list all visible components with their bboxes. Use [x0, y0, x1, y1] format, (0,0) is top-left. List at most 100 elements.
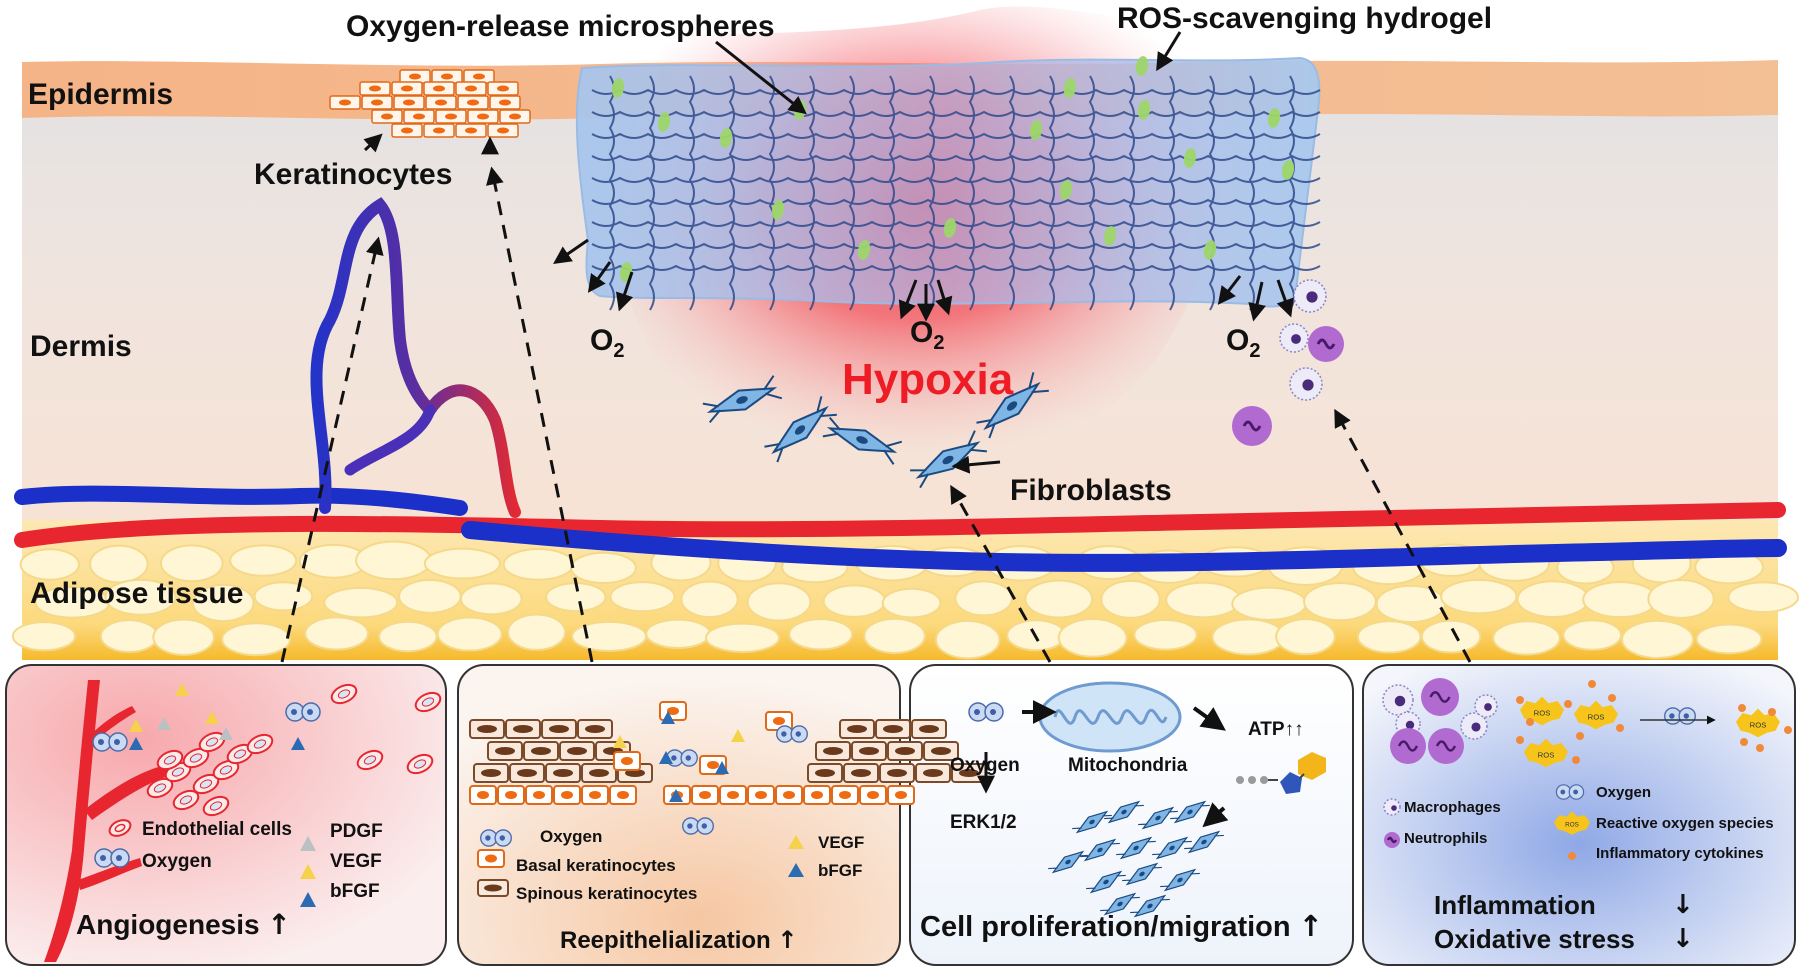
microsphere — [1059, 180, 1073, 200]
keratinocyte-nucleus — [465, 85, 477, 92]
fat-cell — [1211, 618, 1286, 656]
keratinocyte-nucleus — [465, 127, 477, 134]
endothelial-nucleus — [363, 755, 377, 765]
label-dermis: Dermis — [30, 330, 132, 363]
fat-cell — [645, 618, 711, 649]
growth-factor — [659, 751, 673, 764]
label-o2-center: O2 — [910, 316, 945, 354]
cytokine-dot — [1516, 696, 1524, 704]
fat-cell — [1695, 623, 1763, 655]
keratinocyte-nucleus — [381, 113, 393, 120]
mesh-line — [1168, 75, 1175, 311]
fibroblast — [1104, 800, 1144, 824]
up-arrow-icon: ↑ — [777, 926, 798, 954]
dashed-links — [280, 166, 1472, 663]
endothelial-nucleus — [233, 749, 247, 759]
fat-cell — [680, 580, 739, 619]
down-arrow-icon-oxidative: ↓ — [1672, 924, 1694, 954]
keratinocyte-nucleus — [369, 85, 381, 92]
fat-cell — [1356, 620, 1422, 654]
fat-cell — [954, 580, 1014, 617]
mesh-line — [848, 75, 855, 311]
up-arrow-icon: ↑ — [1298, 909, 1323, 943]
neutrophil — [1384, 832, 1400, 848]
microsphere — [857, 240, 871, 260]
label-hydrogel: ROS-scavenging hydrogel — [1117, 2, 1493, 35]
mesh-line — [1288, 75, 1295, 311]
keratinocyte-nucleus — [477, 113, 489, 120]
fibroblast — [1170, 800, 1210, 824]
fat-cell — [1516, 580, 1590, 619]
fat-cell — [822, 584, 887, 618]
oxygen-molecule-icon — [968, 702, 1004, 722]
fibroblast — [1072, 810, 1112, 834]
keratinocyte-nucleus — [433, 85, 445, 92]
fat-cell — [19, 548, 80, 581]
macrophage — [1460, 712, 1488, 740]
endothelial-nucleus — [421, 697, 435, 707]
label-epidermis: Epidermis — [28, 78, 174, 111]
microsphere — [1281, 160, 1295, 180]
fibroblast — [976, 372, 1049, 439]
fat-cell — [1165, 581, 1242, 619]
up-arrow-icon: ↑ — [267, 908, 291, 941]
cytokine-dot — [1568, 852, 1576, 860]
fat-cell — [191, 583, 255, 623]
title-reepithelialization: Reepithelialization ↑ — [560, 926, 798, 954]
oxygen-molecule-icon — [776, 725, 808, 743]
legend-spinous-keratinocytes: Spinous keratinocytes — [516, 884, 698, 903]
fat-cell — [355, 540, 432, 581]
ros-text: ROS — [1750, 720, 1767, 729]
ros-icon: ROS — [1554, 811, 1590, 835]
panel-proliferation-bg — [909, 664, 1354, 966]
fibroblast — [1116, 836, 1156, 860]
legend-oxygen-p1: Oxygen — [142, 851, 212, 872]
label-atp: ATP↑↑ — [1248, 719, 1304, 740]
mesh-line — [808, 75, 815, 311]
mesh-line — [968, 75, 975, 311]
vein-main — [461, 521, 1787, 572]
fibroblast — [1122, 862, 1162, 886]
oxygen-release-arrows — [553, 238, 1294, 322]
keratinocyte-nucleus — [473, 73, 485, 80]
microsphere — [1029, 120, 1043, 140]
fibroblast — [1130, 894, 1170, 918]
macrophage — [1289, 367, 1323, 401]
growth-factor — [715, 761, 729, 774]
mesh-line — [768, 75, 775, 311]
mesh-line — [591, 198, 1321, 205]
macrophage — [1293, 279, 1327, 313]
fat-cells — [11, 540, 1799, 660]
vein-left — [14, 485, 468, 516]
ros-text: ROS — [1565, 822, 1579, 829]
keratinocyte-nucleus — [409, 73, 421, 80]
keratinocyte-nucleus — [445, 113, 457, 120]
cytokine-dot — [1616, 724, 1624, 732]
fat-cell — [253, 581, 314, 612]
endothelial-nucleus — [219, 765, 233, 775]
keratinocyte-nucleus — [413, 113, 425, 120]
fat-cell — [1133, 619, 1198, 651]
microsphere — [1267, 108, 1281, 128]
fat-cell — [609, 581, 676, 613]
fibroblast — [1086, 870, 1126, 894]
legend-macrophages: Macrophages — [1404, 799, 1501, 816]
macrophage — [1474, 694, 1498, 718]
microsphere — [1183, 148, 1197, 168]
mesh-line — [591, 88, 1321, 95]
title-angiogenesis: Angiogenesis ↑ — [76, 908, 291, 941]
microsphere — [1063, 78, 1077, 98]
fibroblast — [1160, 868, 1200, 892]
mesh-line — [1248, 75, 1255, 311]
mesh-line — [688, 75, 695, 311]
microsphere — [1135, 56, 1149, 76]
label-oxygen-p3: Oxygen — [950, 755, 1020, 776]
neutrophil — [1390, 728, 1426, 764]
fat-cell — [1647, 578, 1715, 619]
growth-factor — [205, 711, 219, 724]
ros-icon: ROS — [1524, 738, 1568, 768]
keratinocyte-cluster — [329, 69, 531, 138]
legend-cytokines: Inflammatory cytokines — [1596, 845, 1764, 862]
artery — [14, 502, 1786, 548]
